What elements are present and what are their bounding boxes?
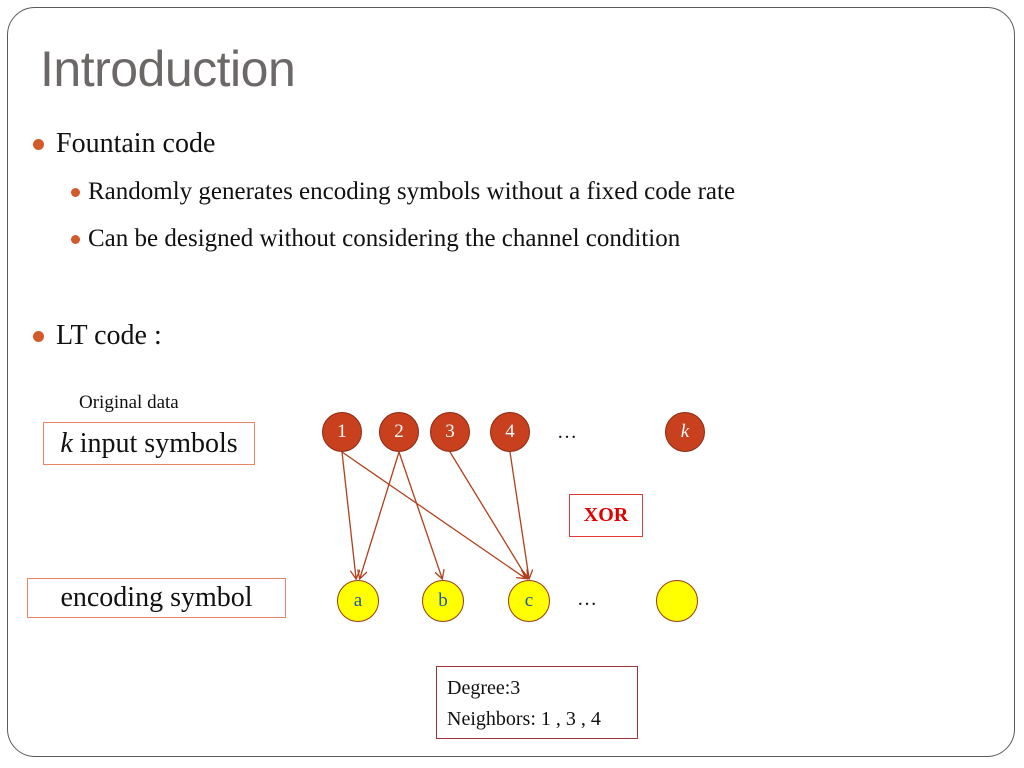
encoded-node-a: a (337, 580, 379, 622)
k-variable: k (60, 427, 73, 459)
bullet-fountain-code: Fountain code (33, 128, 215, 160)
input-node-k: k (665, 412, 705, 452)
edge-2-b (398, 451, 442, 578)
bullet-text: Fountain code (56, 128, 216, 159)
bullet-text: Randomly generates encoding symbols with… (88, 178, 736, 205)
degree-text: Degree:3 (447, 677, 521, 699)
bullet-dot-icon (71, 234, 80, 244)
encoded-ellipsis: … (577, 588, 597, 610)
xor-label: XOR (569, 494, 643, 537)
input-node-4: 4 (490, 412, 530, 452)
bullet-text: LT code : (56, 320, 162, 351)
input-symbols-text: input symbols (72, 427, 238, 459)
neighbors-text: Neighbors: 1 , 3 , 4 (447, 708, 601, 730)
edge-1-a (341, 451, 356, 578)
edge-4-c (509, 451, 529, 578)
input-node-1: 1 (322, 412, 362, 452)
bullet-dot-icon (33, 330, 44, 342)
edge-1-c (341, 451, 525, 578)
edge-3-c (449, 451, 527, 578)
input-node-k-label: k (680, 421, 690, 442)
input-ellipsis: … (557, 421, 577, 443)
slide-frame (7, 7, 1015, 757)
encoded-node-b: b (422, 580, 464, 622)
bullet-lt-code: LT code : (33, 320, 162, 352)
sub-bullet-channel: Can be designed without considering the … (71, 225, 680, 253)
edge-2-a (360, 451, 400, 578)
degree-info-box: Degree:3 Neighbors: 1 , 3 , 4 (436, 666, 638, 739)
input-symbols-label: k input symbols (43, 422, 255, 465)
input-node-2: 2 (379, 412, 419, 452)
encoding-symbol-label: encoding symbol (27, 578, 286, 618)
sub-bullet-random: Randomly generates encoding symbols with… (71, 178, 735, 206)
input-node-3: 3 (430, 412, 470, 452)
slide-title: Introduction (40, 41, 296, 97)
bullet-dot-icon (71, 187, 80, 197)
encoded-node-unlabeled (656, 580, 698, 622)
encoded-node-c: c (508, 580, 550, 622)
original-data-label: Original data (79, 392, 179, 413)
bullet-text: Can be designed without considering the … (88, 225, 681, 252)
bullet-dot-icon (33, 138, 44, 150)
